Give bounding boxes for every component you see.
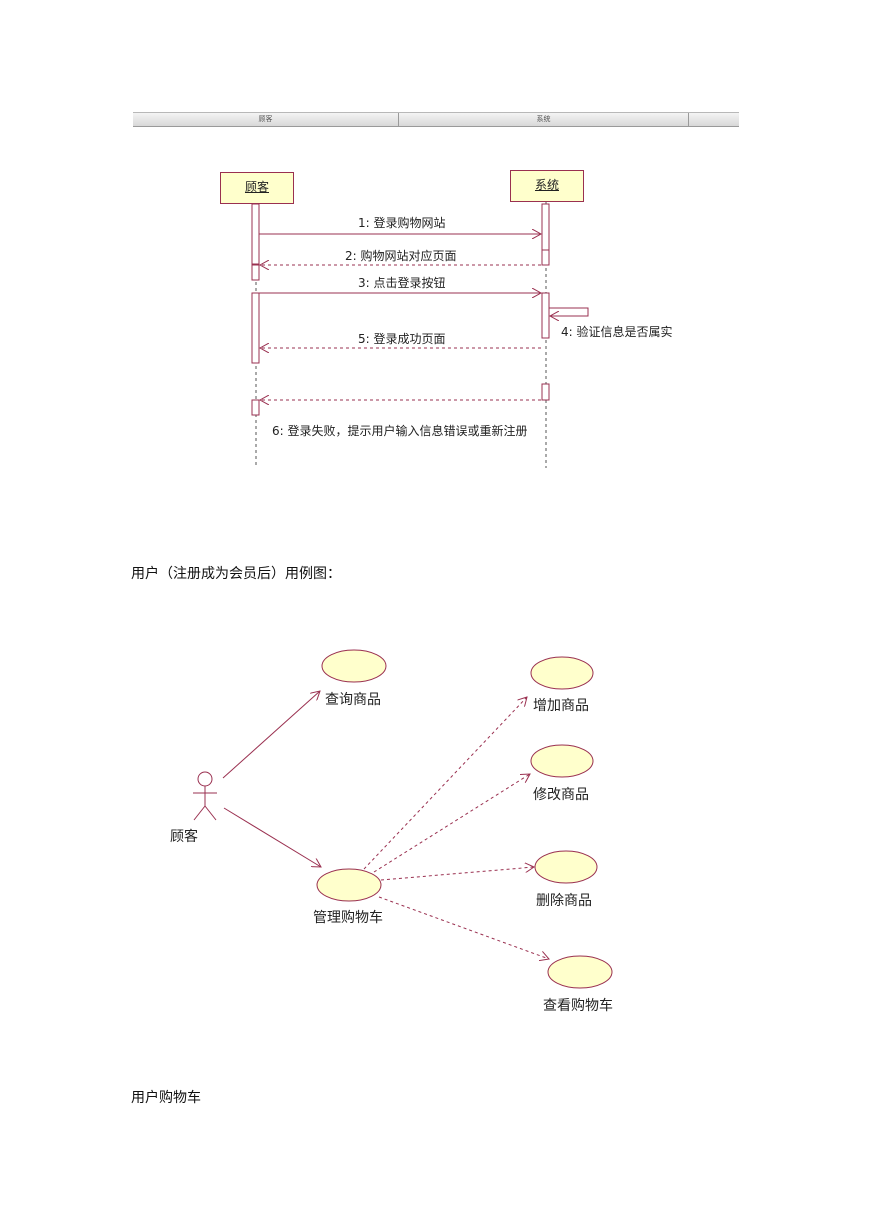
message-1-label: 1: 登录购物网站: [358, 216, 446, 230]
actor-label: 顾客: [170, 829, 198, 845]
message-4-label: 4: 验证信息是否属实: [561, 325, 673, 339]
swimlane-header: 顾客 系统: [133, 112, 739, 127]
message-6-label: 6: 登录失败，提示用户输入信息错误或重新注册: [272, 424, 528, 438]
usecase-query-label: 查询商品: [325, 692, 381, 708]
activation-customer-2: [251, 264, 260, 281]
usecase-delete-label: 删除商品: [536, 893, 592, 909]
activation-customer-4: [251, 399, 260, 416]
dep-manage-view: [378, 896, 549, 959]
message-3-label: 3: 点击登录按钮: [358, 276, 446, 290]
activation-system-1: [541, 203, 550, 251]
section-heading-cart: 用户购物车: [131, 1090, 201, 1106]
section-heading-use-case: 用户（注册成为会员后）用例图：: [131, 566, 341, 582]
usecase-modify-label: 修改商品: [533, 787, 589, 803]
message-5-label: 5: 登录成功页面: [358, 332, 446, 346]
usecase-add-label: 增加商品: [533, 698, 589, 714]
usecase-modify-ellipse: [530, 744, 594, 778]
usecase-add-ellipse: [530, 656, 594, 690]
activation-customer-1: [251, 203, 260, 265]
usecase-manage-label: 管理购物车: [313, 910, 383, 926]
lifeline-system-head: 系统: [510, 170, 584, 202]
usecase-query-ellipse: [321, 649, 387, 683]
usecase-delete-ellipse: [534, 850, 598, 884]
usecase-view-label: 查看购物车: [543, 998, 613, 1014]
lifeline-customer-head: 顾客: [220, 172, 294, 204]
dep-manage-add: [363, 697, 527, 870]
assoc-actor-manage: [223, 807, 321, 867]
dep-manage-delete: [380, 867, 534, 881]
activation-system-2: [541, 249, 550, 266]
message-2-label: 2: 购物网站对应页面: [345, 249, 457, 263]
activation-system-4: [541, 383, 550, 401]
activation-system-3: [541, 292, 550, 339]
actor-icon: [193, 771, 217, 821]
assoc-actor-query: [222, 691, 320, 779]
usecase-manage-ellipse: [316, 868, 382, 902]
message-4-selfcall: [549, 307, 589, 316]
usecase-view-ellipse: [547, 955, 613, 989]
activation-customer-3: [251, 292, 260, 364]
swimlane-customer: 顾客: [133, 113, 399, 126]
swimlane-system: 系统: [399, 113, 689, 126]
dep-manage-modify: [373, 774, 530, 873]
